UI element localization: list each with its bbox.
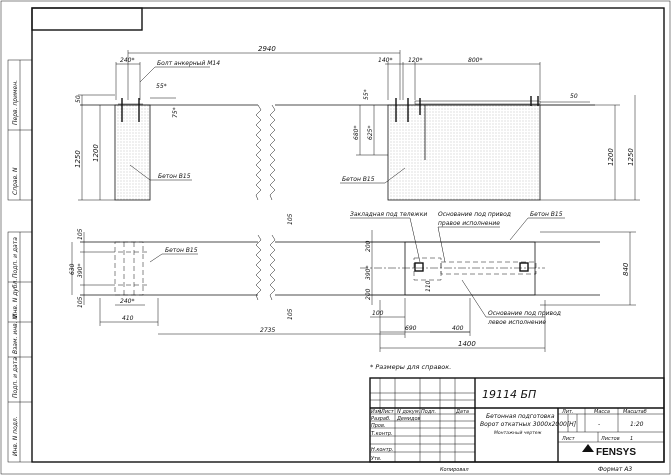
title-line-3: Монтажный чертеж (494, 430, 543, 436)
stamp-label-3: Подп. и дата (12, 237, 19, 278)
trolley-mortgage (413, 257, 442, 281)
drawing-frame (31, 7, 665, 463)
tb-sheet: Лист (561, 436, 576, 442)
company-logo: FENSYS (582, 444, 636, 458)
dim-390-left: 390* (77, 264, 84, 278)
tb-podp: Подп. (421, 409, 436, 415)
dim-1400: 1400 (458, 340, 476, 348)
dim-105-a: 105 (77, 228, 84, 240)
side-stamp: Перв. примен. Справ. N Подп. и дата Инв.… (7, 59, 33, 463)
dim-2940: 2940 (258, 45, 276, 53)
stamp-label-5: Взам. инв. N (12, 315, 19, 354)
dim-390-right: 390* (365, 266, 372, 280)
stamp-label-7: Инв. N подл. (12, 416, 19, 456)
tb-utv: Утв. (371, 456, 382, 462)
tb-data: Дата (455, 409, 469, 415)
dim-240-top: 240* (120, 57, 134, 64)
concrete-label-plan-right: Бетон В15 (530, 211, 563, 218)
dim-410: 410 (122, 315, 134, 322)
dim-240-bottom: 240* (120, 298, 134, 305)
title-block: Изм. Лист N докум. Подп. Дата Разраб. Де… (369, 377, 665, 463)
left-pad (114, 241, 144, 296)
stamp-label-2: Справ. N (12, 167, 19, 195)
anchor-bolt-label: Болт анкерный М14 (157, 60, 220, 67)
drive-base-left-label-2: левое исполнение (487, 319, 546, 326)
dim-100: 100 (372, 310, 384, 317)
note-reference-sizes: * Размеры для справок. (370, 363, 451, 371)
dim-680: 680* (353, 126, 360, 140)
tb-razrab-name: Демидов (396, 416, 421, 422)
tb-mass-value: - (598, 421, 600, 428)
doc-code: 19114 БП (482, 388, 536, 401)
plan-view: 105 630 390* 105 240* 410 2735 105 105 2… (69, 211, 636, 352)
dim-105-c: 105 (287, 213, 294, 225)
drive-base-left-label: Основание под привод (488, 310, 561, 317)
elevation-view: 2940 240* Болт анкерный М14 55* 75* 50 1… (74, 45, 640, 201)
tb-list: Лист (380, 409, 395, 415)
dim-50-right: 50 (570, 93, 578, 100)
stamp-label-4: Инв. N дубл. (12, 279, 19, 318)
tb-izm: Изм. (371, 409, 383, 415)
stamp-label-6: Подп. и дата (12, 357, 19, 398)
dim-400: 400 (452, 325, 464, 332)
tb-ndoc: N докум. (397, 409, 420, 415)
dim-2735: 2735 (260, 327, 275, 334)
dim-1200-right: 1200 (607, 148, 615, 166)
dim-1200-left: 1200 (92, 144, 100, 162)
dim-55-left: 55* (156, 83, 167, 90)
dim-840: 840 (622, 262, 630, 276)
dim-200-a: 200 (365, 240, 372, 252)
drive-base-right-label: Основание под привод (438, 211, 511, 218)
copied-label: Копировал (440, 467, 469, 473)
dim-140: 140* (378, 57, 392, 64)
dim-55-right: 55* (363, 89, 370, 100)
drive-base-right-label-2: правое исполнение (438, 220, 500, 227)
tb-nkontr: Н.контр. (371, 447, 393, 453)
tb-sheets: Листов (600, 436, 620, 442)
dim-690: 690 (405, 325, 417, 332)
stamp-label-1: Перв. примен. (12, 80, 19, 125)
title-line-1: Бетонная подготовка (486, 413, 555, 420)
dim-105-b: 105 (77, 296, 84, 308)
tb-sheets-value: 1 (630, 436, 633, 442)
tb-scale-value: 1:20 (630, 421, 644, 428)
concrete-label-plan-left: Бетон В15 (165, 247, 198, 254)
dim-625: 625* (367, 126, 374, 140)
dim-800: 800* (468, 57, 482, 64)
dim-110: 110 (425, 280, 432, 292)
dim-630: 630 (69, 263, 76, 275)
tb-mass: Масса (594, 409, 610, 415)
tb-scale: Масштаб (623, 409, 647, 415)
dim-105-d: 105 (287, 308, 294, 320)
company-name: FENSYS (596, 447, 636, 458)
dim-1250-right: 1250 (627, 148, 635, 166)
dim-120: 120* (408, 57, 422, 64)
trolley-label: Закладная под тележки (350, 211, 427, 218)
dim-75: 75* (172, 107, 179, 118)
tb-lit: Лит. (561, 409, 574, 415)
tb-tkontr: Т.контр. (371, 431, 393, 437)
concrete-label-left: Бетон В15 (158, 173, 191, 180)
dim-50-left: 50 (75, 95, 82, 103)
format-label: Формат А3 (598, 466, 632, 473)
concrete-label-mid: Бетон В15 (342, 176, 375, 183)
dim-1250-left: 1250 (74, 150, 82, 168)
title-line-2: Ворот откатных 3000х2000[Н] (480, 421, 577, 428)
dim-200-b: 200 (365, 288, 372, 300)
tb-razrab: Разраб. (371, 416, 391, 422)
tb-prov: Пров. (371, 423, 386, 429)
top-left-box (31, 7, 143, 31)
